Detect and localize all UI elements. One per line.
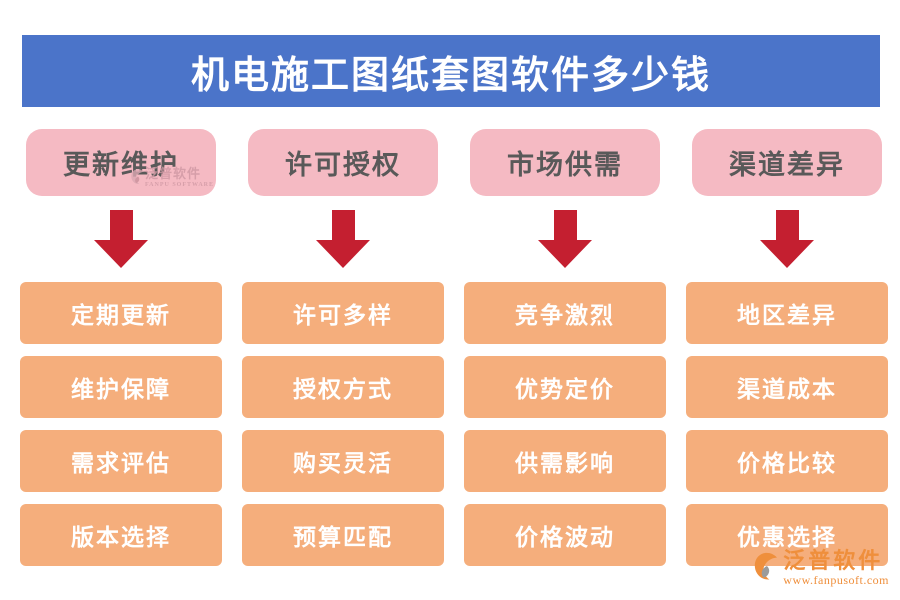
fanpu-logo-icon: [752, 550, 780, 587]
footer-logo-brand: 泛普软件: [783, 548, 884, 573]
footer-logo-texts: 泛普软件 www.fanpusoft.com: [783, 548, 889, 587]
item-label: 维护保障: [71, 377, 171, 402]
item-label: 供需影响: [515, 451, 615, 476]
item-box: 许可多样: [242, 282, 444, 344]
item-box: 渠道成本: [686, 356, 888, 418]
item-box: 地区差异: [686, 282, 888, 344]
category-box: 市场供需: [470, 129, 660, 196]
column-update-maintenance: 更新维护 泛普软件 FANPU SOFTWARE 定期更新: [20, 129, 222, 578]
down-arrow-icon: [538, 210, 592, 268]
page-title: 机电施工图纸套图软件多少钱: [190, 54, 711, 97]
watermark-brand-en: FANPU SOFTWARE: [144, 182, 214, 188]
item-label: 定期更新: [71, 303, 171, 328]
item-label: 渠道成本: [737, 377, 837, 402]
arrow-zone: [20, 196, 222, 282]
item-box: 需求评估: [20, 430, 222, 492]
item-label: 地区差异: [737, 303, 837, 328]
footer-logo-url: www.fanpusoft.com: [783, 573, 889, 587]
item-box: 价格波动: [464, 504, 666, 566]
category-label: 市场供需: [507, 150, 623, 180]
item-label: 价格比较: [737, 451, 837, 476]
down-arrow-icon: [94, 210, 148, 268]
item-label: 授权方式: [293, 377, 393, 402]
item-box: 预算匹配: [242, 504, 444, 566]
category-label: 更新维护: [63, 150, 179, 180]
arrow-zone: [464, 196, 666, 282]
item-box: 购买灵活: [242, 430, 444, 492]
down-arrow-icon: [760, 210, 814, 268]
item-label: 需求评估: [71, 451, 171, 476]
column-license-authorization: 许可授权 许可多样 授权方式 购买灵活 预算匹配: [242, 129, 444, 578]
down-arrow-icon: [316, 210, 370, 268]
item-label: 优惠选择: [737, 525, 837, 550]
item-box: 版本选择: [20, 504, 222, 566]
item-label: 优势定价: [515, 377, 615, 402]
item-box: 供需影响: [464, 430, 666, 492]
item-box: 授权方式: [242, 356, 444, 418]
item-box: 优势定价: [464, 356, 666, 418]
item-label: 价格波动: [515, 525, 615, 550]
title-bar: 机电施工图纸套图软件多少钱: [22, 35, 880, 107]
column-channel-differences: 渠道差异 地区差异 渠道成本 价格比较 优惠选择: [686, 129, 888, 578]
item-label: 版本选择: [71, 525, 171, 550]
category-label: 许可授权: [285, 150, 401, 180]
item-box: 维护保障: [20, 356, 222, 418]
footer-logo: 泛普软件 www.fanpusoft.com: [752, 550, 889, 587]
item-box: 竞争激烈: [464, 282, 666, 344]
category-label: 渠道差异: [729, 150, 845, 180]
arrow-zone: [242, 196, 444, 282]
category-box: 更新维护 泛普软件 FANPU SOFTWARE: [26, 129, 216, 196]
item-box: 优惠选择: [686, 504, 888, 566]
item-label: 预算匹配: [293, 525, 393, 550]
arrow-zone: [686, 196, 888, 282]
category-box: 许可授权: [248, 129, 438, 196]
item-box: 定期更新: [20, 282, 222, 344]
column-market-supply-demand: 市场供需 竞争激烈 优势定价 供需影响 价格波动: [464, 129, 666, 578]
item-box: 价格比较: [686, 430, 888, 492]
item-label: 竞争激烈: [515, 303, 615, 328]
item-label: 许可多样: [293, 303, 393, 328]
diagram-columns: 更新维护 泛普软件 FANPU SOFTWARE 定期更新: [20, 129, 888, 578]
item-label: 购买灵活: [293, 451, 393, 476]
category-box: 渠道差异: [692, 129, 882, 196]
